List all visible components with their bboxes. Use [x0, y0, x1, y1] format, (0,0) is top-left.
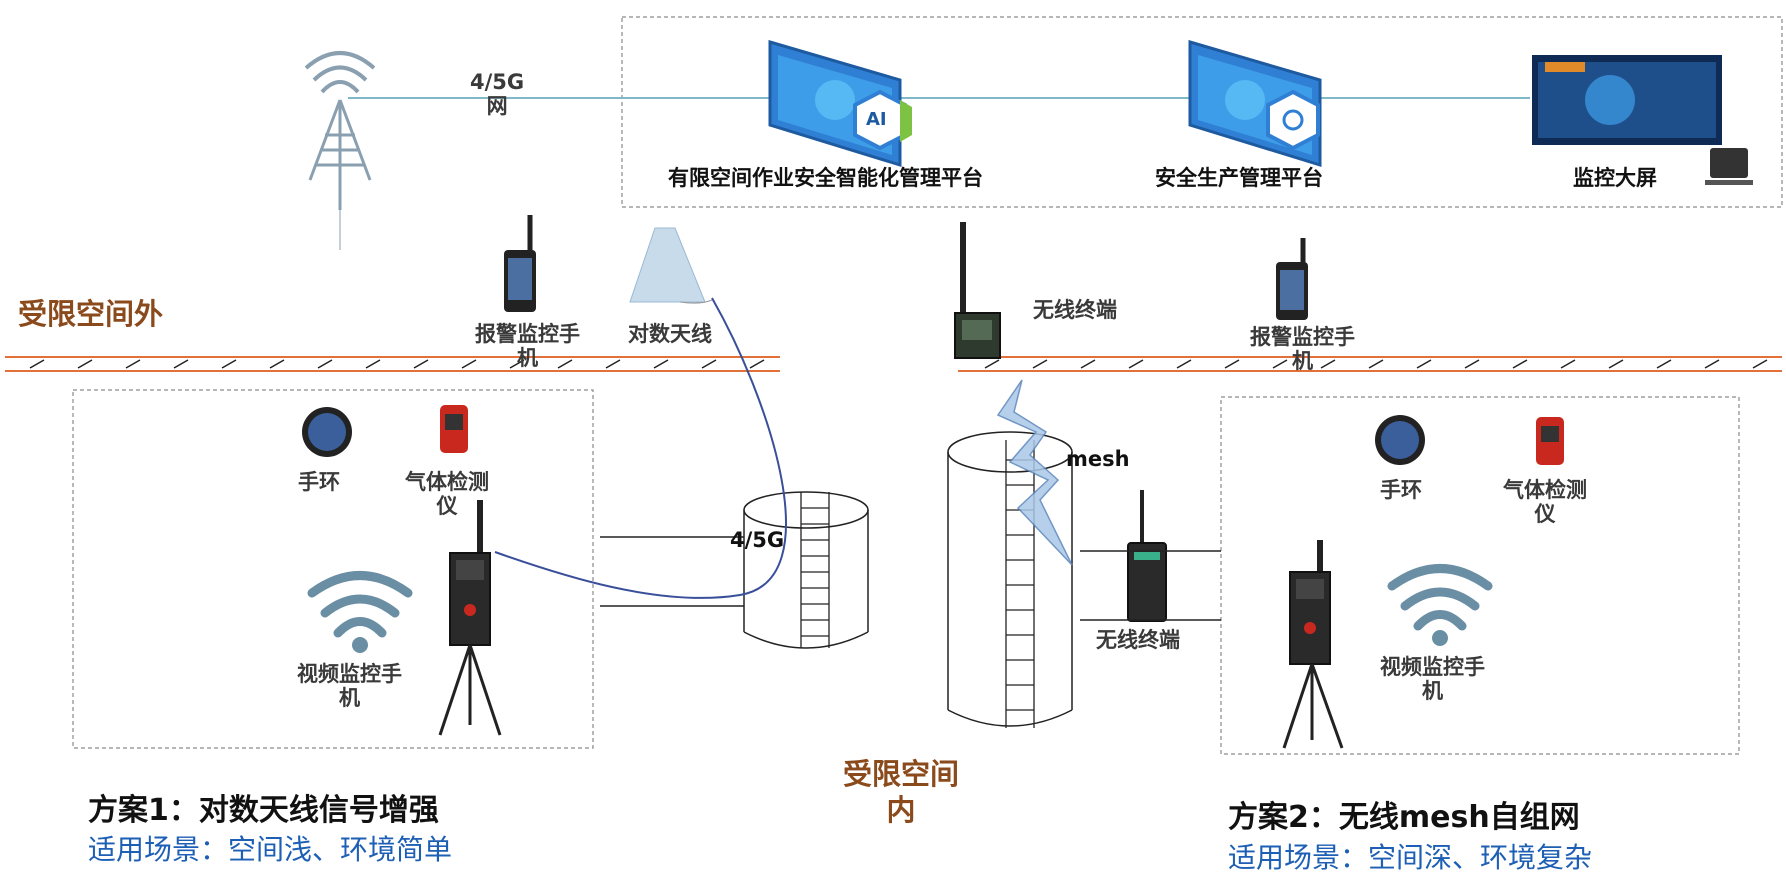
video-phone-label-line2: 机 — [339, 686, 360, 710]
video-phone2-label-line1: 视频监控手 — [1380, 655, 1485, 679]
network-label-line2: 网 — [486, 94, 508, 118]
video-phone2-icon — [1282, 540, 1344, 749]
wireless-terminal-under-icon — [1127, 490, 1167, 622]
wristband2-icon — [1375, 415, 1425, 465]
wireless-terminal-label: 无线终端 — [1033, 298, 1117, 322]
scheme2-box — [1220, 396, 1740, 755]
wifi2-icon — [1387, 564, 1493, 646]
video-phone2-label-line2: 机 — [1422, 679, 1443, 703]
alarm-phone2-label-line2: 机 — [1292, 349, 1313, 373]
log-antenna-icon — [629, 227, 713, 304]
wireless-terminal-icon — [954, 222, 1001, 359]
video-phone-label-line1: 视频监控手 — [297, 662, 402, 686]
monitor-screen-icon — [1532, 55, 1753, 185]
ai-badge: AI — [866, 109, 887, 130]
alarm-phone-label: 报警监控手 机 — [475, 322, 580, 370]
ai-platform-icon — [768, 39, 912, 168]
gas-detector2-label-line1: 气体检测 — [1503, 478, 1587, 502]
wireless-terminal-under-label: 无线终端 — [1096, 628, 1180, 652]
gas-detector-label-line1: 气体检测 — [405, 470, 489, 494]
zone-inside-line2: 内 — [886, 793, 916, 827]
wristband-icon — [302, 407, 352, 457]
safety-platform-icon — [1188, 39, 1322, 168]
gas-detector2-label: 气体检测 仪 — [1503, 478, 1587, 526]
gas-detector-icon — [440, 405, 468, 453]
safety-platform-label: 安全生产管理平台 — [1155, 166, 1323, 190]
video-phone-icon — [438, 500, 502, 736]
alarm-phone2-label-line1: 报警监控手 — [1250, 325, 1355, 349]
gas-detector-label: 气体检测 仪 — [405, 470, 489, 518]
scheme2-subtitle: 适用场景：空间深、环境复杂 — [1228, 841, 1593, 874]
alarm-phone2-icon — [1276, 238, 1308, 320]
cell-tower-icon — [304, 51, 376, 250]
confined-space-shallow — [743, 491, 869, 649]
link-4g-label: 4/5G — [730, 528, 785, 552]
zone-inside-line1: 受限空间 — [843, 757, 960, 791]
alarm-phone-label-line2: 机 — [517, 346, 538, 370]
ground-left — [5, 356, 780, 372]
alarm-phone-icon — [504, 215, 536, 312]
zone-inside-label: 受限空间 内 — [843, 756, 959, 828]
alarm-phone-label-line1: 报警监控手 — [475, 322, 580, 346]
antenna-cable — [494, 297, 787, 599]
platform-box — [621, 16, 1783, 208]
gas-detector2-icon — [1536, 417, 1564, 465]
alarm-phone2-label: 报警监控手 机 — [1250, 325, 1355, 373]
confined-space-deep — [947, 431, 1073, 728]
wristband-label: 手环 — [298, 470, 340, 494]
network-label: 4/5G 网 — [470, 70, 524, 118]
scheme2-title: 方案2：无线mesh自组网 — [1228, 800, 1580, 835]
ground-right — [958, 356, 1782, 372]
gas-detector-label-line2: 仪 — [436, 494, 458, 518]
wifi-icon — [307, 571, 413, 653]
ai-platform-label: 有限空间作业安全智能化管理平台 — [668, 166, 983, 190]
network-label-line1: 4/5G — [470, 70, 525, 94]
zone-outside-label: 受限空间外 — [18, 297, 164, 331]
wristband2-label: 手环 — [1380, 478, 1422, 502]
mesh-signal-icon — [996, 379, 1073, 566]
log-antenna-label: 对数天线 — [628, 322, 712, 346]
monitor-screen-label: 监控大屏 — [1573, 166, 1657, 190]
video-phone2-label: 视频监控手 机 — [1380, 655, 1485, 703]
scheme1-box — [72, 389, 594, 749]
scheme1-subtitle: 适用场景：空间浅、环境简单 — [88, 833, 453, 866]
scheme1-title: 方案1：对数天线信号增强 — [88, 793, 439, 828]
mesh-label: mesh — [1066, 447, 1130, 471]
gas-detector2-label-line2: 仪 — [1534, 502, 1556, 526]
video-phone-label: 视频监控手 机 — [297, 662, 402, 710]
